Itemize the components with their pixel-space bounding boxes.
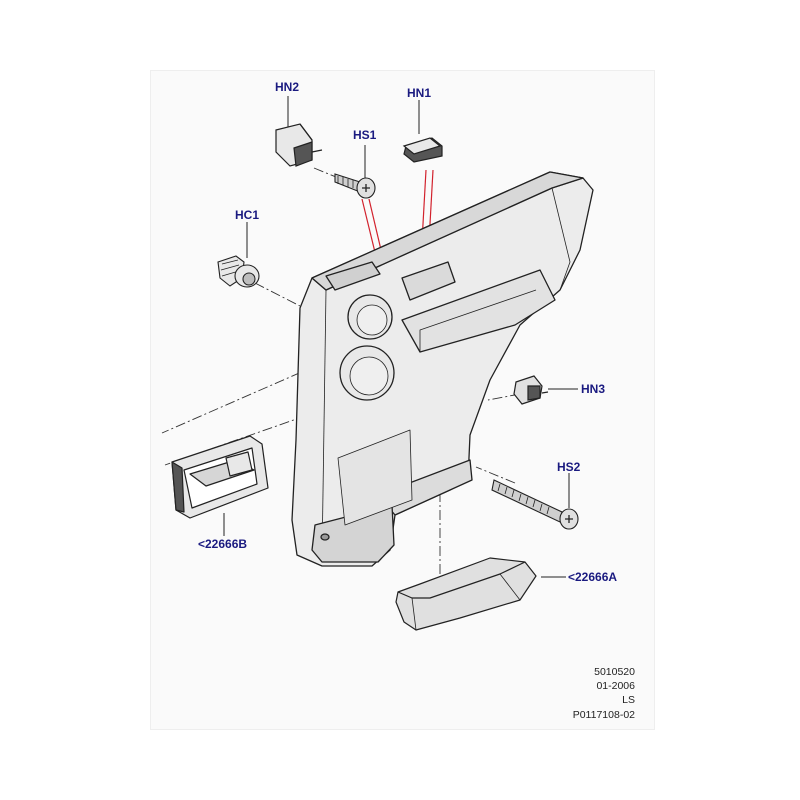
callout-leaders	[223, 96, 578, 578]
hn3-nut	[513, 375, 549, 405]
callout-hs2: HS2	[557, 460, 581, 474]
door-trim-panel	[291, 171, 594, 567]
hn2-retainer	[275, 123, 323, 167]
drawing-model-code: LS	[622, 694, 635, 706]
callout-hn2: HN2	[275, 80, 300, 94]
hn1-plug	[402, 137, 443, 163]
callout-hc1: HC1	[235, 208, 260, 222]
hs2-screw	[491, 479, 579, 530]
drawing-number: 5010520	[594, 666, 635, 678]
interior-door-handle	[171, 435, 269, 519]
callout-hn1: HN1	[407, 86, 432, 100]
callout-22666b: <22666B	[198, 537, 248, 551]
drawing-date: 01-2006	[596, 680, 635, 692]
callout-hn3: HN3	[581, 382, 606, 396]
callout-hs1: HS1	[353, 128, 377, 142]
callout-22666a: <22666A	[568, 570, 618, 584]
hc1-clip	[217, 255, 260, 288]
drawing-part-reference: P0117108-02	[572, 709, 635, 721]
pull-handle	[395, 557, 537, 631]
hs1-screw	[334, 173, 376, 199]
